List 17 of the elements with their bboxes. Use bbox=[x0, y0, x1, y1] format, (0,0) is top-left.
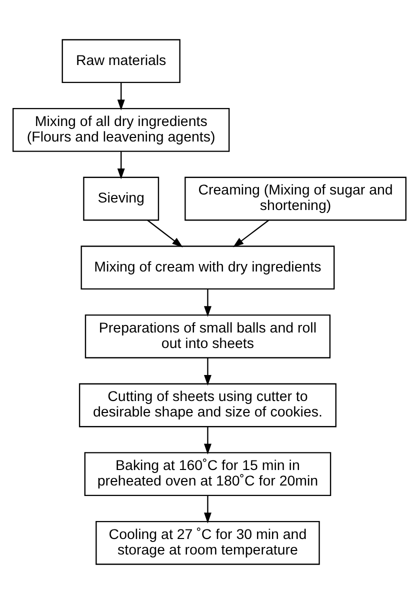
node-box: Raw materials bbox=[62, 38, 180, 83]
arrow bbox=[147, 219, 183, 247]
arrow bbox=[204, 426, 212, 454]
node-box: Sieving bbox=[83, 176, 160, 220]
node-box: Cutting of sheets using cutter to desirable shape and size of cookies. bbox=[78, 382, 336, 427]
arrow bbox=[204, 495, 212, 523]
arrow bbox=[117, 150, 125, 179]
node-box: Creaming (Mixing of sugar and shortening) bbox=[184, 176, 406, 220]
node-box: Mixing of cream with dry ingredients bbox=[80, 245, 335, 290]
node-box: Baking at 160˚C for 15 min in preheated oven at 180˚C for 20min bbox=[84, 452, 332, 496]
node-box: Mixing of all dry ingredients (Flours and leavening agents) bbox=[12, 107, 230, 152]
node-box: Preparations of small balls and roll out into sheets bbox=[84, 314, 331, 358]
arrow bbox=[117, 82, 125, 110]
arrow bbox=[232, 219, 270, 247]
arrow bbox=[204, 288, 212, 316]
node-box: Cooling at 27 ˚C for 30 min and storage at room temperature bbox=[96, 520, 320, 564]
arrow bbox=[204, 357, 212, 386]
